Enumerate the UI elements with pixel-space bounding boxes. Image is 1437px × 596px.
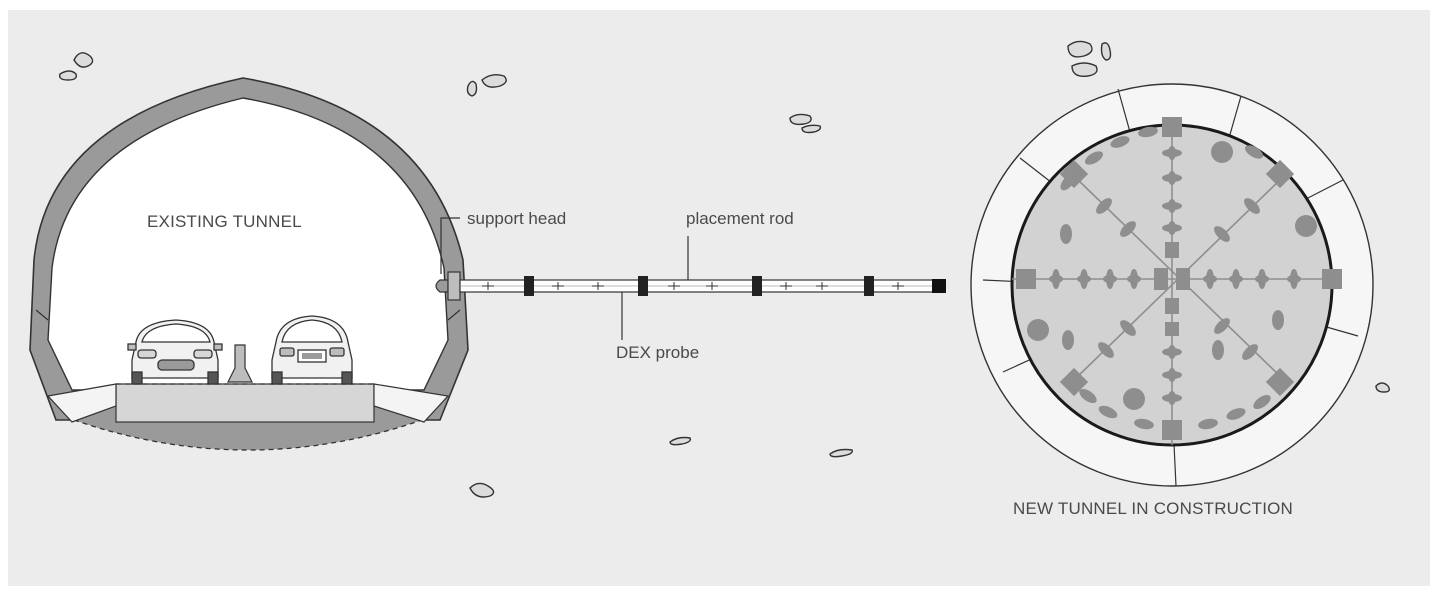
road-slab <box>115 383 375 423</box>
rock-icon <box>789 113 812 126</box>
right-footing <box>373 383 450 423</box>
rock-icon <box>829 448 853 458</box>
rock-icon <box>1100 42 1112 61</box>
rock-icon <box>1375 382 1391 393</box>
rock-icon <box>669 436 692 446</box>
support-head-label: support head <box>467 209 566 228</box>
existing-tunnel-caption: EXISTING TUNNEL <box>147 212 302 231</box>
rock-icon <box>481 73 507 88</box>
probe-tip <box>932 279 946 293</box>
tunnel-interior <box>47 97 449 391</box>
tunnel-diagram: EXISTING TUNNEL <box>8 10 1430 586</box>
drilling-pattern-icon <box>1012 117 1342 445</box>
car-rear-icon <box>271 315 353 385</box>
rock-icon <box>73 52 94 68</box>
new-tunnel-caption: NEW TUNNEL IN CONSTRUCTION <box>1013 499 1293 518</box>
rock-icon <box>1067 40 1093 58</box>
rock-icon <box>466 80 478 97</box>
support-head <box>435 279 449 293</box>
road-barrier-icon <box>227 344 253 383</box>
rock-icons <box>58 40 1391 498</box>
dex-probe-label: DEX probe <box>616 343 699 362</box>
left-footing <box>46 383 117 423</box>
placement-rod-label: placement rod <box>686 209 794 228</box>
leader-lines <box>440 217 689 340</box>
rock-icon <box>58 70 78 81</box>
existing-tunnel-icon <box>29 77 469 451</box>
rock-icon <box>1071 62 1098 77</box>
new-tunnel-cross-section <box>970 83 1374 487</box>
car-front-icon <box>127 319 223 385</box>
rock-icon <box>801 124 822 134</box>
dex-probe-icon <box>435 271 946 301</box>
rock-icon <box>469 482 495 498</box>
